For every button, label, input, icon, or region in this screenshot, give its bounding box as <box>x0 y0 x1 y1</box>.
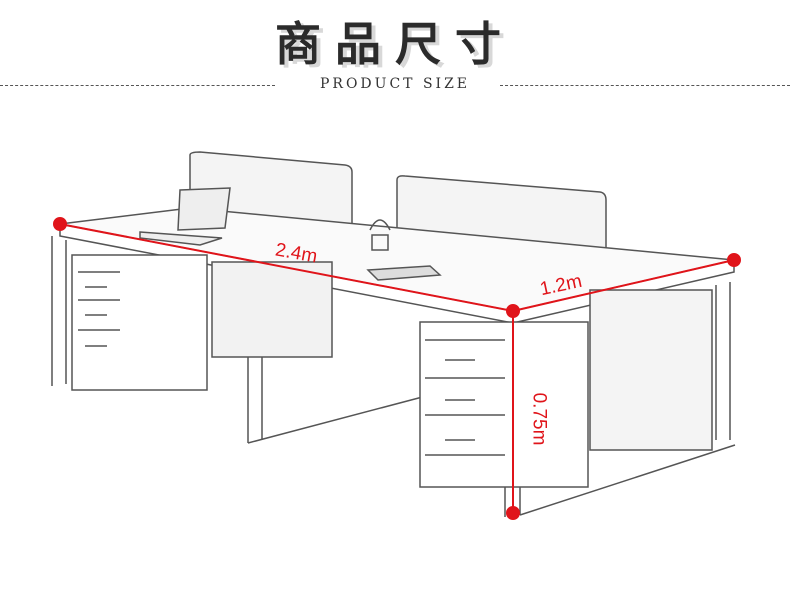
divider-right <box>500 85 790 86</box>
pedestal-2 <box>211 261 333 358</box>
plant <box>369 219 391 251</box>
partition-left <box>189 151 353 225</box>
page-title: 商品尺寸 <box>275 17 515 71</box>
laptop-closed <box>366 265 442 281</box>
dim-point <box>727 253 741 267</box>
pedestal-4 <box>589 289 713 451</box>
pedestal-3 <box>419 321 589 488</box>
partition-right <box>396 175 607 248</box>
height-label: 0.75m <box>528 392 550 446</box>
laptop <box>139 187 231 246</box>
dim-point <box>53 217 67 231</box>
pedestal-1 <box>71 254 208 391</box>
divider-left <box>0 85 275 86</box>
page-subtitle: PRODUCT SIZE <box>319 76 471 92</box>
dim-point <box>506 506 520 520</box>
dim-point <box>506 304 520 318</box>
